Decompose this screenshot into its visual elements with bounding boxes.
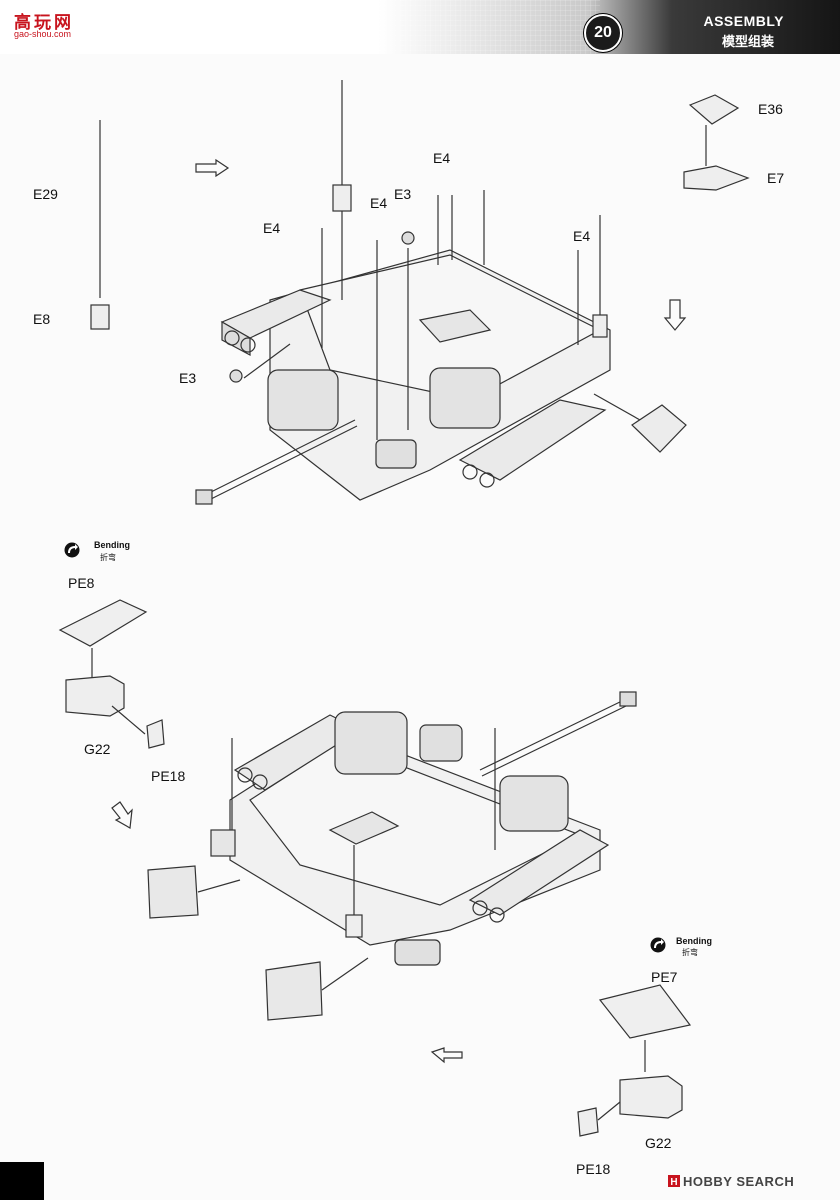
bending-icon-right <box>650 937 666 953</box>
part-label-e3-mid: E3 <box>394 186 412 202</box>
step-number-badge: 20 <box>584 14 622 52</box>
header-grid-pattern <box>120 0 600 54</box>
part-label-e4-mid: E4 <box>370 195 388 211</box>
part-label-e3-left: E3 <box>179 370 197 386</box>
site-logo[interactable]: 高玩网 gao-shou.com <box>6 4 86 40</box>
bending-subtitle-right: 折弯 <box>682 948 698 957</box>
bending-title-right: Bending <box>676 936 712 946</box>
page-title-en: ASSEMBLY <box>703 13 784 29</box>
part-label-e7: E7 <box>767 170 785 186</box>
bending-icon-left <box>64 542 80 558</box>
page-corner-block <box>0 1162 44 1200</box>
part-label-pe18-left: PE18 <box>151 768 186 784</box>
bending-subtitle-left: 折弯 <box>100 553 116 562</box>
part-label-e4-top: E4 <box>433 150 451 166</box>
part-label-pe8: PE8 <box>68 575 95 591</box>
part-label-pe18-right: PE18 <box>576 1161 611 1177</box>
bending-title-left: Bending <box>94 540 130 550</box>
watermark-text: HOBBY SEARCH <box>683 1174 795 1189</box>
page-title-zh: 模型组装 <box>721 34 774 49</box>
logo-sub-text: gao-shou.com <box>14 29 72 39</box>
part-label-e8: E8 <box>33 311 51 327</box>
part-label-e4-left: E4 <box>263 220 281 236</box>
header-bar <box>0 0 840 54</box>
top-turret-drawing <box>90 80 750 505</box>
hobby-search-logo-icon: H <box>668 1175 680 1187</box>
part-label-pe7: PE7 <box>651 969 678 985</box>
part-label-e4-right: E4 <box>573 228 591 244</box>
logo-main-text: 高玩网 <box>14 13 74 32</box>
part-label-e36: E36 <box>758 101 783 117</box>
bottom-turret-drawing <box>58 599 692 1137</box>
svg-text:H: H <box>670 1177 677 1187</box>
part-label-e29: E29 <box>33 186 58 202</box>
part-label-g22-left: G22 <box>84 741 111 757</box>
part-label-g22-right: G22 <box>645 1135 672 1151</box>
